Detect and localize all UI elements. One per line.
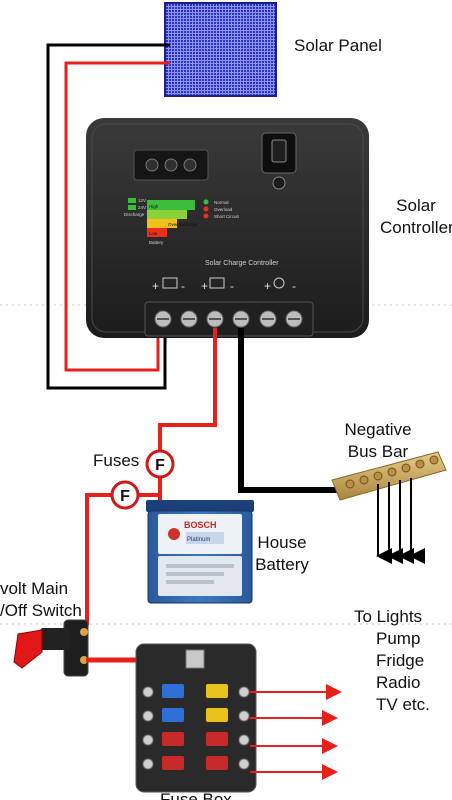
battery-model: Platinum xyxy=(187,537,210,543)
controller-legend-overload: Overload xyxy=(214,207,233,212)
house-battery-label: House Battery xyxy=(252,532,312,576)
battery-brand: BOSCH xyxy=(184,520,217,530)
main-switch-label-line2: /Off Switch xyxy=(0,601,82,620)
solar-panel-label: Solar Panel xyxy=(294,36,382,55)
controller-bar-low: Low xyxy=(149,231,158,236)
house-battery-label-line1: House xyxy=(257,533,307,552)
house-battery-icon xyxy=(146,500,254,604)
main-switch-icon xyxy=(13,619,89,677)
fuses-label: Fuses xyxy=(93,451,140,470)
solar-panel-icon xyxy=(164,2,277,97)
bus-bar-ground-arrows xyxy=(376,478,425,564)
controller-legend-24v: 24V xyxy=(138,205,146,210)
terminal-bat-plus: + xyxy=(201,279,208,293)
fuse2-to-switch-wire xyxy=(85,493,112,625)
terminal-bat-minus: - xyxy=(230,279,234,293)
solar-controller-label: Solar Controller xyxy=(380,195,452,239)
controller-terminals xyxy=(154,310,303,328)
panel-negative-wire xyxy=(46,43,170,390)
loads-label: To Lights Pump Fridge Radio TV etc. xyxy=(340,606,450,716)
controller-legend-short: Short Circuit xyxy=(214,214,240,219)
negative-bus-bar-icon xyxy=(331,451,447,501)
terminal-pv-plus: + xyxy=(152,279,159,293)
terminal-pv-minus: - xyxy=(181,279,185,293)
terminal-load-plus: + xyxy=(264,279,271,293)
solar-controller-label-line2: Controller xyxy=(380,218,452,237)
controller-title: Solar Charge Controller xyxy=(205,260,279,267)
fuse-1-label: F xyxy=(155,457,165,474)
controller-legend-discharge: Discharge xyxy=(124,212,145,217)
fuse-box-icon xyxy=(135,643,257,793)
negative-bus-bar-label-line1: Negative xyxy=(344,420,412,439)
house-battery-label-line2: Battery xyxy=(255,555,309,574)
panel-positive-wire xyxy=(64,61,170,372)
solar-controller-label-line1: Solar xyxy=(396,196,436,215)
controller-bar-battery: Battery xyxy=(149,240,164,245)
battery-negative-wire xyxy=(238,328,340,493)
loads-label-line2: Pump xyxy=(376,629,421,648)
controller-legend-normal: Normal xyxy=(214,200,229,205)
fuse-2-icon: F xyxy=(110,480,140,510)
loads-label-line1: To Lights xyxy=(354,607,423,626)
controller-battery-positive-wire xyxy=(158,328,217,450)
controller-legend-12v: 12V xyxy=(138,198,146,203)
fuse-1-icon: F xyxy=(145,449,175,479)
loads-label-line3: Fridge xyxy=(376,651,425,670)
fuse-2-label: F xyxy=(120,488,130,505)
load-output-arrows xyxy=(250,684,342,780)
negative-bus-bar-label: Negative Bus Bar xyxy=(335,419,421,463)
loads-label-line4: Radio xyxy=(376,673,421,692)
controller-bar-overdischarge: Overdischarge xyxy=(168,222,198,227)
main-switch-label-line1: volt Main xyxy=(0,579,69,598)
negative-bus-bar-label-line2: Bus Bar xyxy=(347,442,409,461)
fuse-box-label: Fuse Box xyxy=(160,790,232,800)
main-switch-label: volt Main /Off Switch xyxy=(0,578,82,622)
controller-bar-high: High xyxy=(149,204,159,209)
solar-controller-icon xyxy=(86,118,369,338)
loads-label-line5: TV etc. xyxy=(376,695,430,714)
terminal-load-minus: - xyxy=(292,279,296,293)
